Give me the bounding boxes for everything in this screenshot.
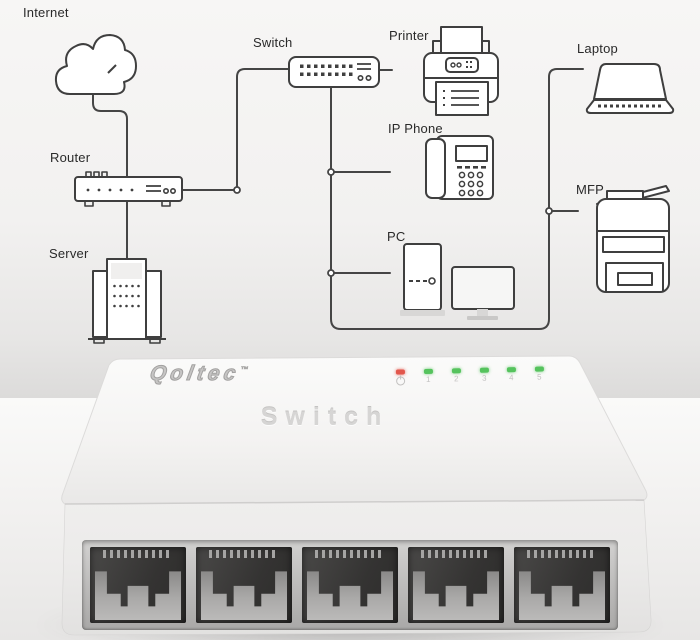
rj45-port [514, 547, 610, 623]
node-label-server: Server [49, 246, 89, 261]
rj45-contacts [527, 550, 597, 558]
power-icon [396, 375, 406, 386]
rj45-port [196, 547, 292, 623]
rj45-contacts [421, 550, 491, 558]
device-edge-highlight [64, 499, 645, 505]
printer-icon [423, 26, 499, 116]
port-led-label: 1 [426, 374, 431, 384]
node-label-ip-phone: IP Phone [388, 121, 443, 136]
rj45-jack-shape [94, 571, 182, 620]
internet-cloud-icon [54, 34, 137, 95]
connection-lines [92, 68, 584, 330]
device-model-text: Switch [260, 403, 390, 431]
power-led [395, 369, 406, 375]
port-led-label: 3 [482, 373, 487, 383]
node-label-router: Router [50, 150, 91, 165]
server-icon [88, 258, 166, 344]
brand-name: Qoltec [148, 362, 242, 386]
port-led-1 [423, 368, 434, 375]
switch-icon [288, 56, 380, 88]
rj45-contacts [315, 550, 385, 558]
rj45-port [302, 547, 398, 623]
port-led-4 [506, 367, 516, 373]
node-label-mfp: MFP [576, 182, 605, 197]
port-panel [82, 540, 618, 630]
network-diagram [54, 26, 675, 344]
port-led-label: 5 [537, 372, 542, 382]
rj45-port [408, 547, 504, 623]
trademark-symbol: ™ [239, 365, 253, 375]
switch-icon-ports [300, 64, 353, 76]
brand-logo: Qoltec™ [148, 362, 254, 386]
port-led-5 [534, 366, 544, 372]
rj45-port [90, 547, 186, 623]
node-label-printer: Printer [389, 28, 429, 43]
node-label-pc: PC [387, 229, 406, 244]
node-label-laptop: Laptop [577, 41, 618, 56]
mfp-icon [596, 185, 670, 293]
node-label-switch: Switch [253, 35, 293, 50]
pc-icon [400, 243, 515, 320]
rj45-jack-shape [200, 571, 288, 620]
router-icon [74, 171, 183, 207]
port-led-label: 4 [509, 373, 514, 383]
rj45-jack-shape [306, 571, 394, 620]
port-led-label: 2 [454, 374, 459, 384]
ip-phone-icon [425, 135, 494, 200]
rj45-jack-shape [518, 571, 606, 620]
port-led-2 [451, 368, 462, 374]
rj45-contacts [103, 550, 173, 558]
rj45-jack-shape [412, 571, 500, 620]
node-label-internet: Internet [23, 5, 69, 20]
led-panel: 1 2 3 4 5 [388, 358, 557, 388]
rj45-contacts [209, 550, 279, 558]
port-led-3 [479, 367, 489, 373]
junction-dots [233, 168, 553, 277]
laptop-icon [585, 63, 675, 114]
